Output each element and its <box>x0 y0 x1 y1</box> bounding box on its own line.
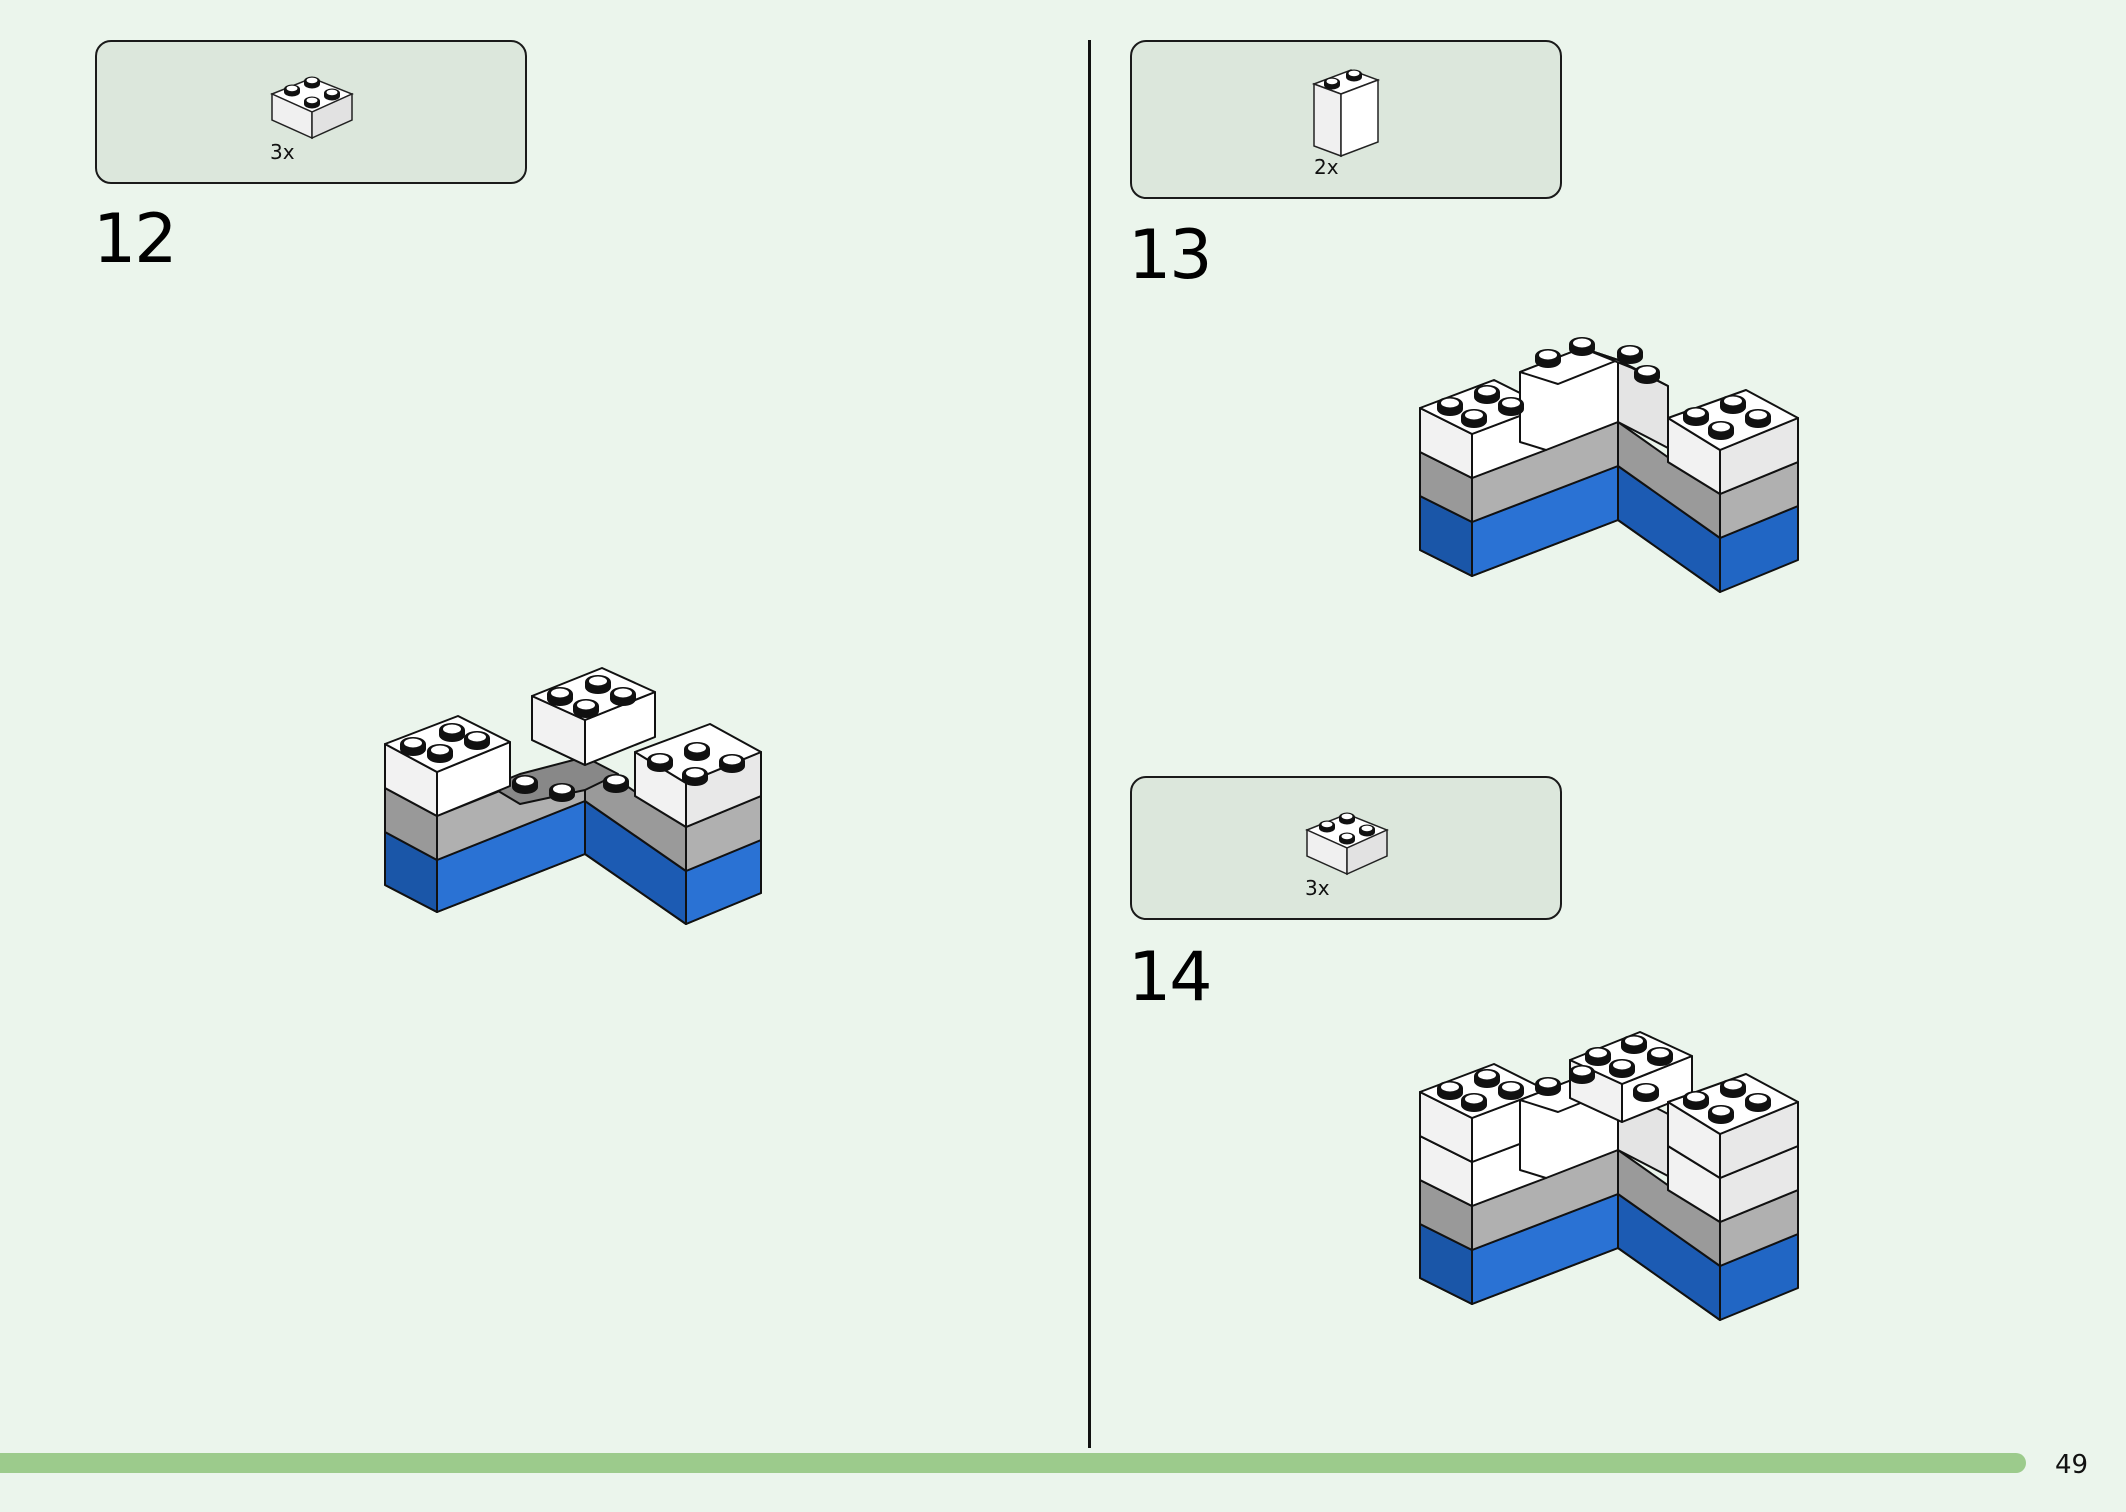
step-13-model-illustration <box>1419 337 1799 593</box>
parts-callout-step-12: 3x <box>95 40 527 184</box>
step-number-12: 12 <box>93 200 178 279</box>
parts-callout-step-14: 3x <box>1130 776 1562 920</box>
parts-callout-step-13: 2x <box>1130 40 1562 199</box>
white-2x2-brick-icon <box>1305 812 1389 876</box>
page-divider <box>1088 40 1091 1448</box>
step-number-14: 14 <box>1128 938 1213 1017</box>
white-1x2-tall-brick-icon <box>1311 69 1381 158</box>
part-quantity: 2x <box>1314 155 1339 179</box>
step-14-model-illustration <box>1419 1031 1799 1321</box>
part-quantity: 3x <box>270 140 295 164</box>
step-12-model-illustration <box>384 667 762 925</box>
part-quantity: 3x <box>1305 876 1330 900</box>
white-2x2-brick-icon <box>270 76 354 140</box>
progress-bar <box>0 1453 2026 1473</box>
page-number: 49 <box>2055 1450 2089 1480</box>
step-number-13: 13 <box>1128 216 1213 295</box>
